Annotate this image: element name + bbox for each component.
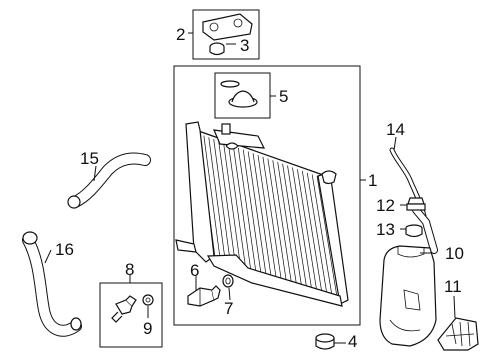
callout-4: 4 [348, 332, 358, 351]
callout-8: 8 [125, 260, 135, 279]
radiator-fin [242, 149, 262, 273]
radiator-group-box [173, 65, 361, 326]
leader-11 [453, 295, 456, 319]
radiator-fin [223, 142, 241, 266]
callout-12: 12 [376, 196, 395, 215]
o-ring [222, 274, 234, 288]
radiator-fin [287, 165, 307, 287]
leader-14 [393, 136, 397, 151]
radiator-fin [297, 169, 317, 290]
reservoir-bracket [437, 317, 479, 351]
upper-bracket [202, 13, 253, 41]
radiator-fin [213, 139, 231, 263]
callout-9: 9 [143, 319, 153, 338]
bracket-nut [209, 42, 225, 56]
radiator-fin [233, 146, 251, 269]
radiator-fin [282, 163, 302, 286]
radiator-cap [220, 80, 258, 108]
callout-3: 3 [240, 36, 250, 55]
radiator-fin [311, 174, 333, 295]
radiator-fin [301, 170, 323, 292]
leader-7 [228, 287, 231, 301]
callout-5: 5 [279, 87, 289, 106]
callout-1: 1 [368, 171, 378, 190]
lower-mount-rubber [315, 333, 335, 350]
callout-10: 10 [445, 244, 464, 263]
radiator-fin [247, 151, 267, 274]
radiator-fin [257, 154, 277, 278]
callout-6: 6 [190, 261, 200, 280]
radiator-fin [228, 144, 246, 268]
radiator [175, 121, 349, 307]
callout-13: 13 [376, 220, 395, 239]
radiator-fin [203, 135, 221, 260]
radiator-fin [262, 156, 282, 279]
callout-11: 11 [444, 277, 462, 296]
radiator-fin [267, 158, 287, 281]
sensor-washer [142, 294, 154, 306]
lower-radiator-hose [23, 235, 81, 336]
radiator-fin [208, 137, 226, 261]
coolant-reservoir [379, 245, 437, 347]
callout-16: 16 [55, 240, 74, 259]
radiator-fin [316, 176, 338, 297]
sensor-group-box [99, 282, 163, 348]
radiator-fin [218, 140, 236, 265]
upper-radiator-hose [70, 153, 150, 207]
leader-15 [93, 165, 97, 182]
radiator-fin [237, 147, 257, 271]
leader-16 [44, 249, 52, 264]
callout-15: 15 [80, 149, 99, 168]
bracket-group-box [192, 9, 260, 60]
callout-2: 2 [176, 25, 186, 44]
radiator-fin [292, 167, 312, 289]
radiator-fin [272, 160, 292, 282]
temperature-sensor [111, 295, 137, 323]
radiator-fin [306, 172, 328, 294]
radiator-fin [252, 153, 272, 276]
callout-14: 14 [386, 120, 405, 139]
drain-plug [187, 285, 221, 307]
reservoir-seal [405, 224, 423, 238]
callout-7: 7 [224, 299, 234, 318]
radiator-fin [277, 162, 297, 284]
reservoir-cap [406, 197, 426, 211]
